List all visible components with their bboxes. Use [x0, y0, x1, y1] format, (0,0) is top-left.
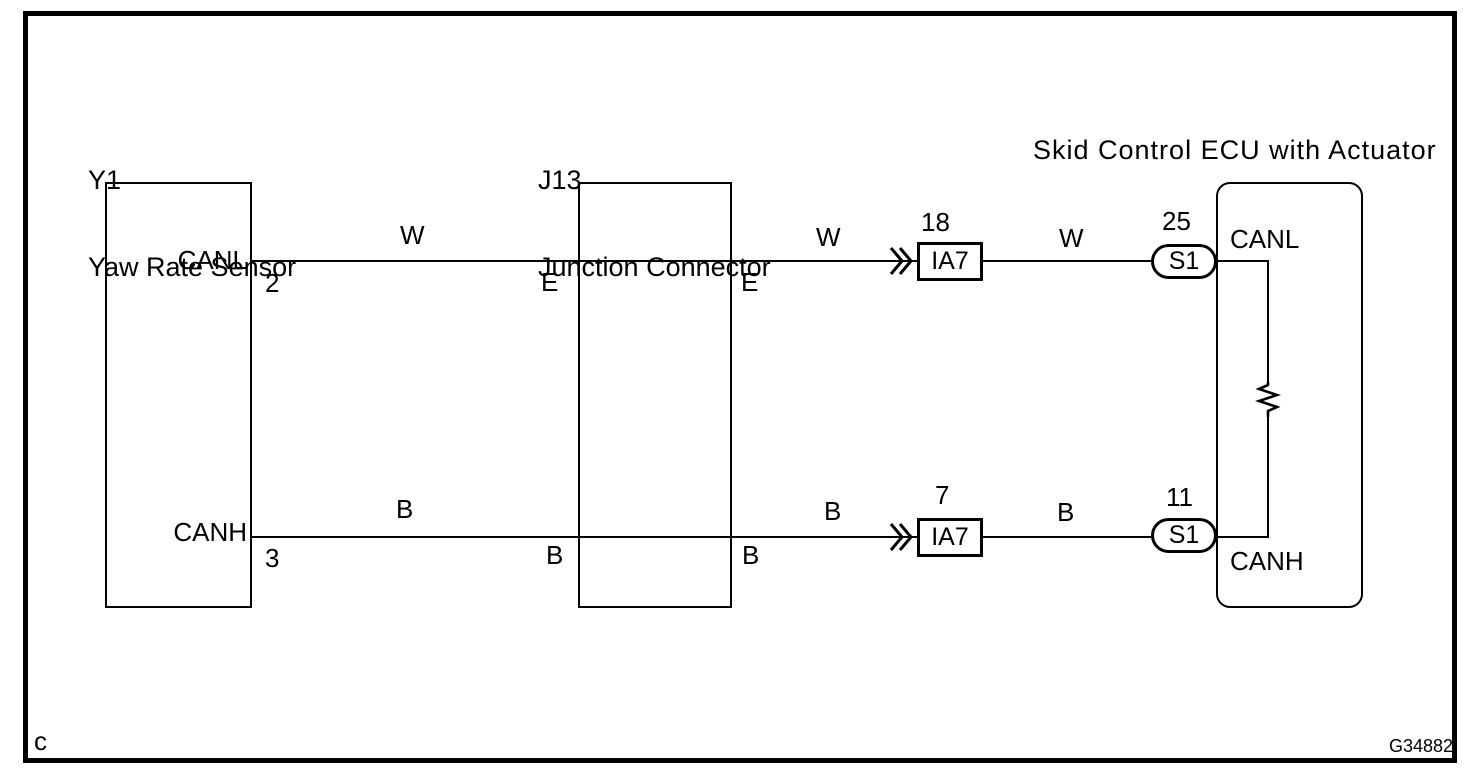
canh-color-label-1: B: [396, 494, 414, 524]
canh-ia7-label: IA7: [931, 523, 969, 551]
yaw-canh-pin-number: 3: [265, 543, 280, 573]
canh-chevron-icon: [889, 523, 913, 551]
canh-wire: [252, 536, 1152, 538]
junction-canl-right-pin: E: [741, 267, 759, 297]
ecu-canl-terminal-label: CANL: [1230, 224, 1300, 254]
canh-s1-connector: S1: [1151, 518, 1217, 553]
figure-code: G34882: [1389, 736, 1454, 756]
yaw-canl-terminal-label: CANL: [177, 245, 247, 275]
canl-s1-pin-number: 25: [1162, 206, 1191, 236]
junction-canh-right-pin: B: [742, 540, 760, 570]
canl-ia7-connector: IA7: [917, 242, 983, 281]
canl-wire: [252, 260, 1152, 262]
canl-chevron-icon: [889, 247, 913, 275]
ecu-title: Skid Control ECU with Actuator: [1033, 135, 1437, 165]
canh-ia7-connector: IA7: [917, 518, 983, 557]
yaw-sensor-ref: Y1: [88, 165, 122, 195]
resistor-icon: [1255, 382, 1281, 417]
yaw-canh-terminal-label: CANH: [173, 517, 247, 547]
ecu-internal-wire-upper: [1267, 261, 1269, 383]
canl-s1-label: S1: [1168, 247, 1200, 275]
canl-color-label-2: W: [816, 222, 841, 252]
canl-ia7-pin-number: 18: [921, 207, 950, 237]
canl-ia7-label: IA7: [931, 247, 969, 275]
canh-ia7-pin-number: 7: [935, 480, 950, 510]
ecu-canh-terminal-label: CANH: [1230, 546, 1304, 576]
canh-s1-pin-number: 11: [1166, 482, 1193, 512]
junction-title: J13 Junction Connector: [538, 108, 771, 340]
canh-s1-label: S1: [1168, 521, 1200, 549]
yaw-sensor-title: Y1 Yaw Rate Sensor: [88, 108, 296, 340]
corner-mark: c: [34, 726, 47, 756]
canl-s1-connector: S1: [1151, 244, 1217, 279]
junction-name: Junction Connector: [538, 252, 771, 282]
junction-canl-left-pin: E: [541, 267, 559, 297]
ecu-canh-internal-wire: [1215, 536, 1269, 538]
junction-canh-left-pin: B: [546, 540, 564, 570]
diagram-border-frame: [23, 11, 1457, 763]
yaw-canl-pin-number: 2: [265, 268, 280, 298]
yaw-sensor-box: [105, 182, 252, 608]
canh-color-label-2: B: [824, 496, 842, 526]
yaw-sensor-name: Yaw Rate Sensor: [88, 252, 297, 282]
junction-connector-box: [578, 182, 732, 608]
ecu-internal-wire-lower: [1267, 416, 1269, 538]
ecu-canl-internal-wire: [1215, 260, 1269, 262]
canl-color-label-3: W: [1059, 223, 1084, 253]
junction-ref: J13: [538, 165, 582, 195]
canh-color-label-3: B: [1057, 497, 1075, 527]
ecu-box: [1216, 182, 1363, 608]
canl-color-label-1: W: [400, 220, 425, 250]
